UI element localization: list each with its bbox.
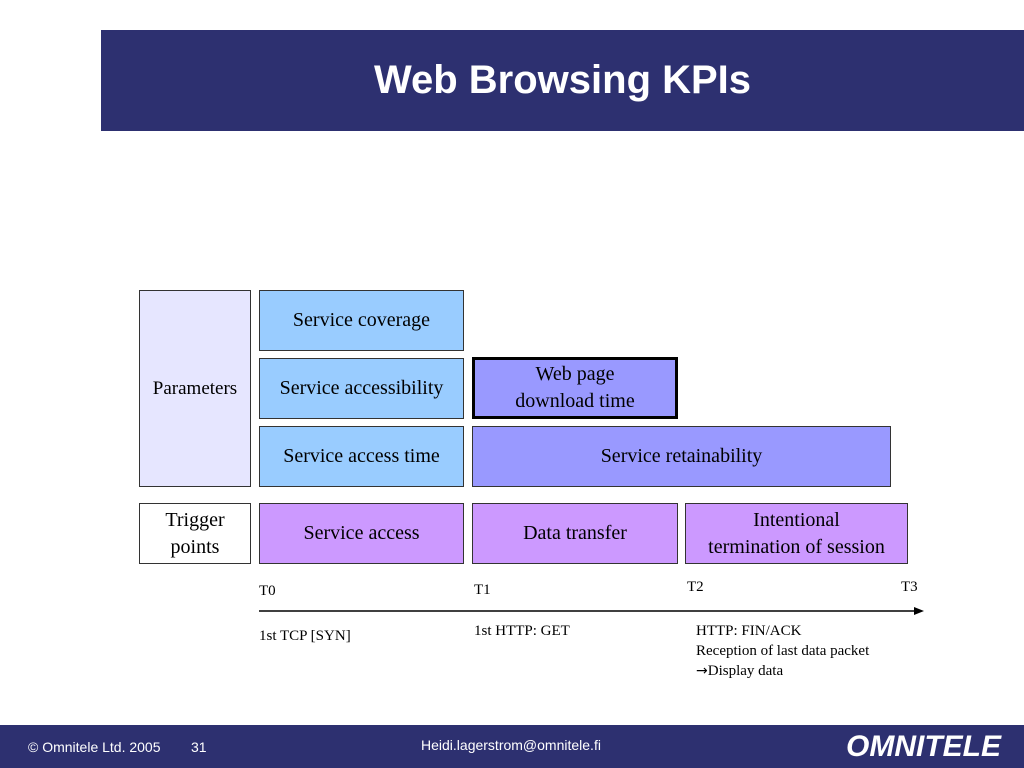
service-coverage-box: Service coverage xyxy=(259,290,464,351)
footer-copyright: © Omnitele Ltd. 2005 xyxy=(28,739,161,755)
tick-t1: T1 xyxy=(474,582,491,598)
data-transfer-box: Data transfer xyxy=(472,503,678,564)
service-access-box: Service access xyxy=(259,503,464,564)
t0-note: 1st TCP [SYN] xyxy=(259,628,351,644)
web-page-download-time-box: Web page download time xyxy=(472,357,678,419)
omnitele-logo: OMNITELE xyxy=(846,730,1001,763)
tick-t3: T3 xyxy=(901,579,918,595)
parameters-label: Parameters xyxy=(152,378,238,399)
tick-t0: T0 xyxy=(259,583,276,599)
footer-bar: © Omnitele Ltd. 2005 31 Heidi.lagerstrom… xyxy=(0,725,1024,768)
arrow-right-icon: → xyxy=(696,663,708,679)
t2-note-block: HTTP: FIN/ACK Reception of last data pac… xyxy=(696,621,869,681)
trigger-points-label-box: Trigger points xyxy=(139,503,251,564)
web-page-download-line2: download time xyxy=(515,390,635,412)
tick-t2: T2 xyxy=(687,579,704,595)
parameters-label-box: Parameters xyxy=(139,290,251,487)
t2-note-line3: Display data xyxy=(707,663,784,679)
timeline-arrow xyxy=(259,607,924,615)
web-page-download-line1: Web page xyxy=(535,363,615,385)
termination-line2: termination of session xyxy=(708,535,885,558)
service-accessibility-box: Service accessibility xyxy=(259,358,464,419)
trigger-label-line2: points xyxy=(170,535,220,558)
timeline-arrowhead xyxy=(914,607,924,615)
intentional-termination-box: Intentional termination of session xyxy=(685,503,908,564)
footer-page-number: 31 xyxy=(191,739,207,755)
footer-email: Heidi.lagerstrom@omnitele.fi xyxy=(421,737,601,753)
service-access-time-box: Service access time xyxy=(259,426,464,487)
service-coverage-label: Service coverage xyxy=(292,309,431,331)
slide-title: Web Browsing KPIs xyxy=(373,58,752,102)
service-access-time-label: Service access time xyxy=(283,445,440,467)
t2-note-line1: HTTP: FIN/ACK xyxy=(696,623,802,639)
t1-note: 1st HTTP: GET xyxy=(474,623,570,639)
service-retainability-label: Service retainability xyxy=(600,445,763,467)
title-bar: Web Browsing KPIs xyxy=(101,30,1024,131)
service-accessibility-label: Service accessibility xyxy=(279,377,444,399)
data-transfer-label: Data transfer xyxy=(523,522,627,544)
t2-note-line2: Reception of last data packet xyxy=(696,643,870,659)
t2-note-line3-row: →Display data xyxy=(696,661,869,681)
trigger-label-line1: Trigger xyxy=(165,508,225,531)
service-access-label: Service access xyxy=(303,522,420,544)
termination-line1: Intentional xyxy=(753,508,840,531)
service-retainability-box: Service retainability xyxy=(472,426,891,487)
